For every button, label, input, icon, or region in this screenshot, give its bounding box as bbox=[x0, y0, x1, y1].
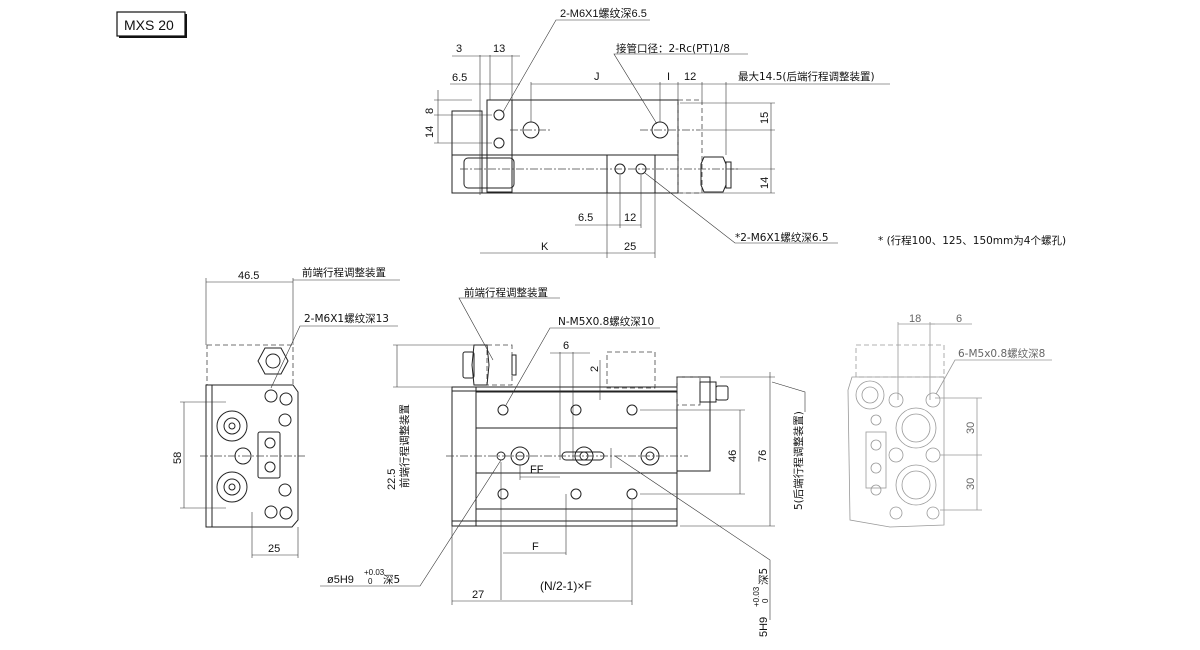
end-view: 18 6 6-M5x0.8螺纹深8 30 30 bbox=[847, 313, 1052, 528]
dim-label: 76 bbox=[757, 450, 769, 462]
thread-callout-bottom: *2-M6X1螺纹深6.5 bbox=[735, 231, 829, 244]
body-lower bbox=[451, 154, 679, 194]
slot-label: 5H9 bbox=[758, 617, 770, 637]
model-title-box: MXS 20 bbox=[116, 11, 187, 38]
dim-label: 14 bbox=[424, 126, 436, 138]
pitch-formula: (N/2-1)×F bbox=[540, 579, 592, 593]
dim-label: K bbox=[541, 241, 549, 253]
model-title: MXS 20 bbox=[124, 17, 174, 33]
slot-callout: 5H9 +0.03 0 深5 bbox=[752, 568, 770, 637]
front-adjuster-label-vertical: 前端行程调整装置 bbox=[398, 404, 411, 488]
thread-callout-top: 2-M6X1螺纹深6.5 bbox=[560, 6, 647, 20]
dim-label: J bbox=[594, 71, 600, 83]
side-body bbox=[205, 384, 299, 528]
max-stroke-note: 最大14.5(后端行程调整装置) bbox=[738, 70, 875, 83]
depth-label: 深5 bbox=[758, 568, 770, 585]
mount-holes bbox=[496, 404, 660, 500]
thread-callout: 2-M6X1螺纹深13 bbox=[304, 312, 389, 325]
thread-callout: 6-M5x0.8螺纹深8 bbox=[958, 347, 1045, 360]
dim-label: 6 bbox=[956, 313, 962, 325]
dim-label: 12 bbox=[684, 71, 696, 83]
end-plate bbox=[486, 99, 513, 193]
side-view: 46.5 前端行程调整装置 2-M6X1螺纹深13 58 25 bbox=[172, 266, 400, 558]
dim-label: 25 bbox=[624, 241, 636, 253]
tol-upper: +0.03 bbox=[752, 586, 761, 607]
dim-label: 18 bbox=[909, 313, 921, 325]
hex-adjuster bbox=[257, 347, 289, 375]
depth-label: 深5 bbox=[383, 574, 400, 586]
front-body bbox=[451, 386, 678, 527]
dim-label: 6.5 bbox=[578, 212, 593, 224]
top-view: 2-M6X1螺纹深6.5 3 13 6.5 J I 12 最大14.5(后端行程… bbox=[424, 6, 1066, 258]
dim-label: I bbox=[667, 71, 670, 83]
dim-label: FF bbox=[530, 464, 544, 476]
dim-label: 27 bbox=[472, 589, 484, 601]
front-adjuster-label: 前端行程调整装置 bbox=[464, 286, 548, 299]
dim-label: 6 bbox=[563, 340, 569, 352]
port-callout: 接管口径：2-Rc(PT)1/8 bbox=[616, 42, 730, 55]
pin-hole-callout: ø5H9 +0.03 0 深5 bbox=[327, 568, 400, 586]
tol-lower: 0 bbox=[368, 577, 373, 586]
hex-nut bbox=[700, 156, 727, 193]
rear-adjuster-outline bbox=[677, 99, 703, 194]
dim-label: 46.5 bbox=[238, 270, 259, 282]
body-upper bbox=[511, 99, 679, 156]
dim-label: 13 bbox=[493, 43, 505, 55]
dim-label: 22.5 bbox=[386, 469, 398, 490]
dim-label: 30 bbox=[965, 422, 977, 434]
left-adjuster bbox=[463, 157, 515, 189]
thread-hole bbox=[493, 109, 505, 121]
thread-hole bbox=[493, 137, 505, 149]
dim-label: 25 bbox=[268, 543, 280, 555]
slide-block bbox=[606, 154, 656, 194]
dim-label: 2 bbox=[589, 366, 601, 372]
front-view: 前端行程调整装置 N-M5X0.8螺纹深10 6 2 FF 46 76 5(后端… bbox=[320, 286, 806, 637]
dim-label: F bbox=[532, 541, 539, 553]
dim-label: 14 bbox=[759, 177, 771, 189]
dim-label: 15 bbox=[759, 112, 771, 124]
dim-label: 46 bbox=[727, 450, 739, 462]
rear-adjuster-label: 5(后端行程调整装置) bbox=[792, 411, 805, 510]
dim-label: 8 bbox=[424, 108, 436, 114]
front-adjuster-label: 前端行程调整装置 bbox=[302, 266, 386, 279]
dim-label: 58 bbox=[172, 452, 184, 464]
pin-hole-label: ø5H9 bbox=[327, 574, 354, 586]
dim-label: 6.5 bbox=[452, 72, 467, 84]
dim-label: 12 bbox=[624, 212, 636, 224]
dim-label: 3 bbox=[456, 43, 462, 55]
thread-callout: N-M5X0.8螺纹深10 bbox=[558, 315, 654, 328]
dim-label: 30 bbox=[965, 478, 977, 490]
tol-lower: 0 bbox=[761, 598, 770, 603]
left-tab bbox=[451, 110, 483, 194]
footnote: * (行程100、125、150mm为4个螺孔) bbox=[878, 234, 1066, 247]
tol-upper: +0.03 bbox=[364, 568, 385, 577]
